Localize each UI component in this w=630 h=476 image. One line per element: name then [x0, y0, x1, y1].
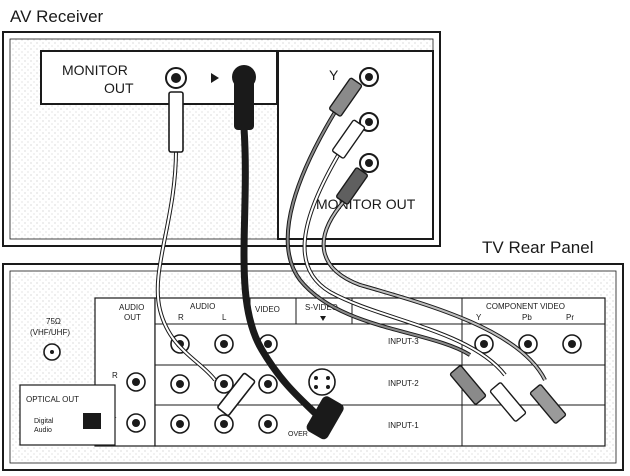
optical-out-group: OPTICAL OUT Digital Audio [19, 384, 116, 446]
component-pr-plug-tv [529, 384, 567, 424]
input-3-audio-l-jack[interactable] [214, 334, 234, 354]
monitor-out-label-2: OUT [104, 80, 134, 96]
component-y-label: Y [329, 67, 339, 83]
audio-out-label-2: OUT [124, 313, 141, 322]
inputs-table: AUDIO R L VIDEO S-VIDEO COMPONENT VIDEO … [154, 297, 606, 447]
header-comp-pr: Pr [566, 313, 574, 322]
header-audio-l: L [222, 313, 227, 322]
svideo-indicator-icon [211, 73, 219, 83]
antenna-jack[interactable] [43, 343, 61, 361]
row-input-2: INPUT-2 [388, 379, 419, 388]
composite-plug-receiver [168, 91, 184, 153]
component-pr-jack[interactable] [562, 334, 582, 354]
antenna-input: 75Ω (VHF/UHF) [30, 317, 70, 361]
input-2-svideo-jack[interactable] [308, 368, 336, 396]
over-label: OVER [288, 431, 308, 438]
svideo-cable [240, 127, 319, 417]
receiver-composite-jack[interactable] [165, 67, 187, 89]
component-y-plug-tv [449, 365, 487, 405]
monitor-out-label-1: MONITOR [62, 62, 128, 78]
component-pb-plug-tv [489, 382, 527, 422]
header-video: VIDEO [255, 305, 280, 314]
audio-out-r-jack[interactable] [126, 372, 146, 392]
cables [155, 70, 567, 440]
input-2-video-jack[interactable] [258, 374, 278, 394]
digital-audio-label-1: Digital [34, 418, 54, 425]
input-1-audio-r-jack[interactable] [170, 414, 190, 434]
tv-title: TV Rear Panel [482, 238, 594, 257]
header-comp-pb: Pb [522, 313, 532, 322]
row-input-3: INPUT-3 [388, 337, 419, 346]
audio-out-label-1: AUDIO [119, 303, 144, 312]
component-y-jack[interactable] [474, 334, 494, 354]
row-input-1: INPUT-1 [388, 421, 419, 430]
svideo-plug-tv [306, 396, 344, 440]
optical-port-icon[interactable] [83, 413, 101, 429]
component-pr-plug-receiver [336, 167, 368, 205]
header-component: COMPONENT VIDEO [486, 302, 565, 311]
input-1-video-jack[interactable] [258, 414, 278, 434]
header-audio-r: R [178, 313, 184, 322]
receiver-component-y-jack[interactable] [359, 67, 379, 87]
header-comp-y: Y [476, 313, 482, 322]
antenna-label-2: (VHF/UHF) [30, 328, 70, 337]
svideo-plug-receiver [234, 70, 254, 130]
audio-out-l-jack[interactable] [126, 413, 146, 433]
component-pb-jack[interactable] [518, 334, 538, 354]
digital-audio-label-2: Audio [34, 427, 52, 434]
receiver-component-pr-jack[interactable] [359, 153, 379, 173]
svideo-header-arrow-icon [320, 316, 326, 321]
input-2-audio-r-jack[interactable] [170, 374, 190, 394]
header-svideo: S-VIDEO [305, 303, 338, 312]
optical-out-label: OPTICAL OUT [26, 395, 79, 404]
component-pb-plug-receiver [332, 119, 366, 159]
antenna-label-1: 75Ω [46, 317, 61, 326]
composite-plug-tv [217, 372, 256, 417]
audio-out-r-label: R [112, 371, 118, 380]
component-monitor-out-label: MONITOR OUT [316, 196, 416, 212]
receiver-component-out-box: Y MONITOR OUT [277, 50, 434, 240]
component-y-plug-receiver [329, 77, 363, 117]
header-audio: AUDIO [190, 302, 215, 311]
input-2-audio-l-jack[interactable] [214, 374, 234, 394]
input-1-audio-l-jack[interactable] [214, 414, 234, 434]
receiver-title: AV Receiver [10, 7, 104, 26]
